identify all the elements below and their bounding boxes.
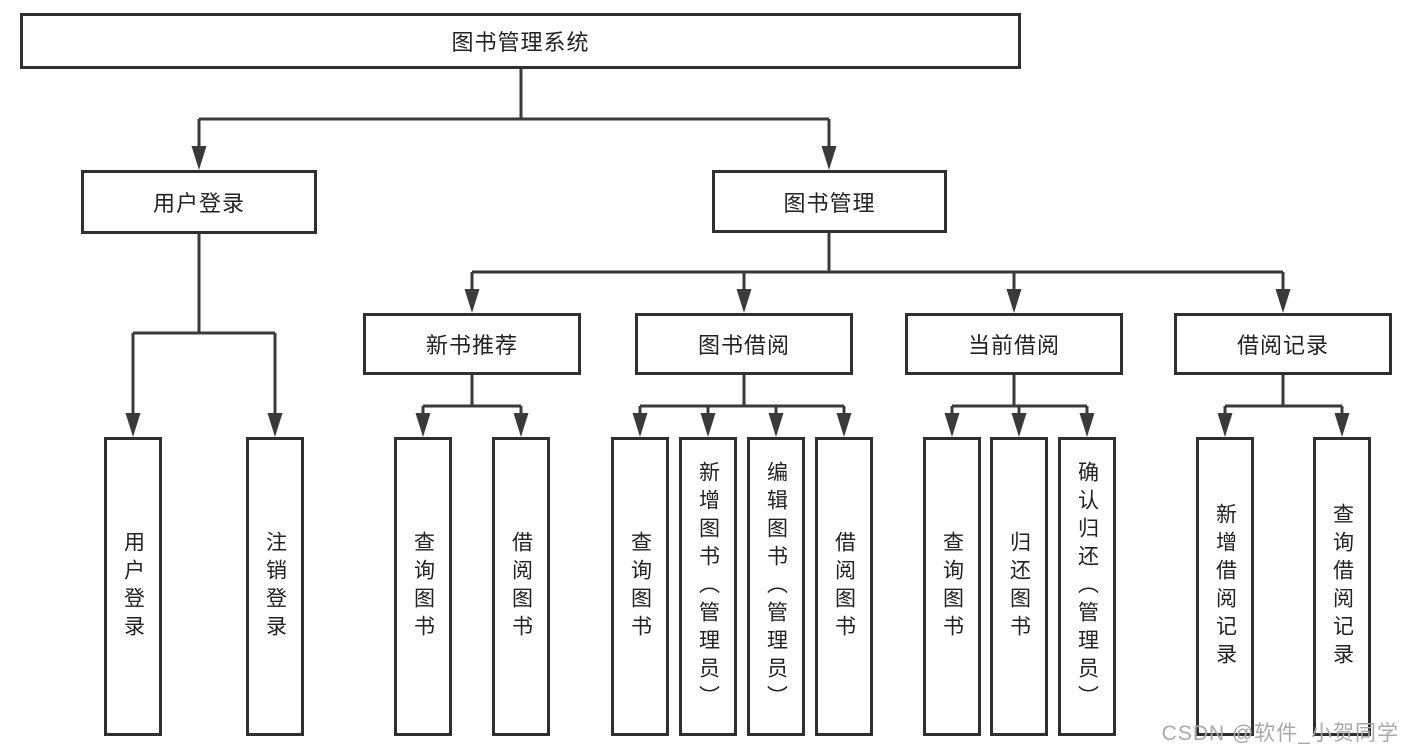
leaf-label: 确认归还（管理员） bbox=[1075, 460, 1099, 713]
leaf-logout: 注销登录 bbox=[246, 437, 304, 736]
leaf-add-borrow-record: 新增借阅记录 bbox=[1196, 437, 1254, 736]
node-library-management-system: 图书管理系统 bbox=[20, 13, 1021, 69]
leaf-label: 借阅图书 bbox=[509, 530, 533, 643]
leaf-user-login: 用户登录 bbox=[104, 437, 162, 736]
leaf-label: 查询图书 bbox=[940, 530, 964, 643]
arrowheads bbox=[125, 146, 1350, 437]
node-user-login: 用户登录 bbox=[81, 170, 317, 234]
node-book-borrowing: 图书借阅 bbox=[635, 313, 853, 375]
csdn-watermark: CSDN @软件_小贺同学 bbox=[1161, 722, 1399, 745]
leaf-return-book: 归还图书 bbox=[990, 437, 1048, 736]
leaf-borrow-books: 借阅图书 bbox=[815, 437, 873, 736]
leaf-label: 新增图书（管理员） bbox=[696, 460, 720, 713]
leaf-label: 新增借阅记录 bbox=[1213, 502, 1237, 671]
leaf-borrow-books-recommend: 借阅图书 bbox=[492, 437, 550, 736]
leaf-label: 查询图书 bbox=[411, 530, 435, 643]
leaf-add-book-admin: 新增图书（管理员） bbox=[679, 437, 737, 736]
node-new-book-recommendation: 新书推荐 bbox=[363, 313, 581, 375]
leaf-label: 归还图书 bbox=[1007, 530, 1031, 643]
leaf-label: 注销登录 bbox=[263, 530, 287, 643]
leaf-query-borrow-record: 查询借阅记录 bbox=[1313, 437, 1371, 736]
leaf-label: 查询借阅记录 bbox=[1330, 502, 1354, 671]
node-current-borrowing: 当前借阅 bbox=[905, 313, 1123, 375]
node-book-management: 图书管理 bbox=[712, 170, 947, 233]
leaf-query-books-borrowing: 查询图书 bbox=[611, 437, 669, 736]
leaf-query-books-recommend: 查询图书 bbox=[394, 437, 452, 736]
leaf-edit-book-admin: 编辑图书（管理员） bbox=[747, 437, 805, 736]
leaf-label: 编辑图书（管理员） bbox=[764, 460, 788, 713]
leaf-query-books-current: 查询图书 bbox=[923, 437, 981, 736]
leaf-label: 查询图书 bbox=[628, 530, 652, 643]
leaf-label: 用户登录 bbox=[121, 530, 145, 643]
node-borrowing-records: 借阅记录 bbox=[1174, 313, 1392, 375]
leaf-confirm-return-admin: 确认归还（管理员） bbox=[1058, 437, 1116, 736]
leaf-label: 借阅图书 bbox=[832, 530, 856, 643]
